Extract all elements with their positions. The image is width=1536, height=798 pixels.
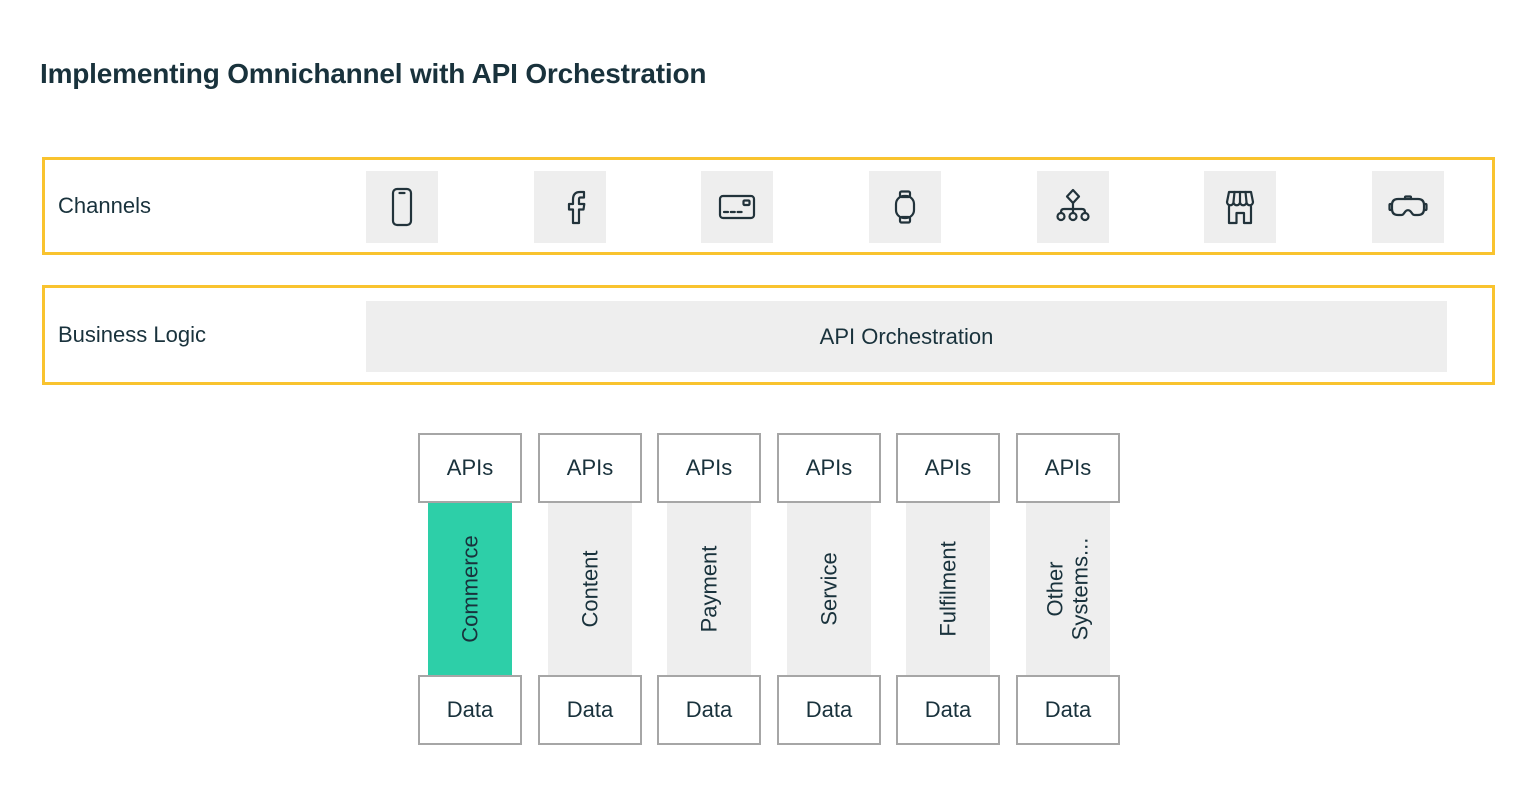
channel-smartwatch (869, 171, 941, 243)
data-box: Data (538, 675, 642, 745)
column-content: APIs Content Data (538, 433, 642, 745)
system-label: Fulfilment (935, 541, 961, 637)
channel-vr-headset (1372, 171, 1444, 243)
systems-columns: APIs Commerce Data APIs Content Data API… (418, 433, 1120, 745)
system-label: Service (816, 552, 842, 626)
business-logic-row: Business Logic API Orchestration (42, 285, 1495, 385)
system-label: Other Systems... (1042, 537, 1093, 641)
data-box: Data (657, 675, 761, 745)
system-label: Payment (696, 545, 722, 633)
system-strip-fulfilment: Fulfilment (906, 503, 990, 675)
business-logic-label: Business Logic (58, 322, 206, 347)
storefront-icon (1225, 190, 1255, 225)
smartwatch-icon (894, 190, 916, 224)
apis-box: APIs (896, 433, 1000, 503)
system-strip-commerce: Commerce (428, 503, 512, 675)
data-box: Data (418, 675, 522, 745)
vr-headset-icon (1388, 195, 1428, 217)
channel-facebook (534, 171, 606, 243)
column-commerce: APIs Commerce Data (418, 433, 522, 745)
apis-box: APIs (1016, 433, 1120, 503)
column-other-systems: APIs Other Systems... Data (1016, 433, 1120, 745)
channel-credit-card (701, 171, 773, 243)
channel-storefront (1204, 171, 1276, 243)
column-fulfilment: APIs Fulfilment Data (896, 433, 1000, 745)
api-orchestration-label: API Orchestration (819, 323, 994, 349)
system-strip-service: Service (787, 503, 871, 675)
column-service: APIs Service Data (777, 433, 881, 745)
column-payment: APIs Payment Data (657, 433, 761, 745)
channel-sitemap (1037, 171, 1109, 243)
api-orchestration-box: API Orchestration (366, 301, 1447, 372)
credit-card-icon (718, 194, 756, 220)
channel-smartphone (366, 171, 438, 243)
apis-box: APIs (538, 433, 642, 503)
facebook-icon (567, 190, 586, 225)
data-box: Data (896, 675, 1000, 745)
smartphone-icon (391, 187, 413, 227)
system-strip-other-systems: Other Systems... (1026, 503, 1110, 675)
channels-row: Channels (42, 157, 1495, 255)
system-label: Commerce (457, 535, 483, 643)
system-label: Content (577, 550, 603, 628)
system-strip-content: Content (548, 503, 632, 675)
apis-box: APIs (777, 433, 881, 503)
data-box: Data (777, 675, 881, 745)
sitemap-icon (1056, 188, 1090, 222)
system-strip-payment: Payment (667, 503, 751, 675)
page-title: Implementing Omnichannel with API Orches… (40, 58, 707, 89)
data-box: Data (1016, 675, 1120, 745)
apis-box: APIs (657, 433, 761, 503)
channels-label: Channels (58, 193, 151, 218)
apis-box: APIs (418, 433, 522, 503)
